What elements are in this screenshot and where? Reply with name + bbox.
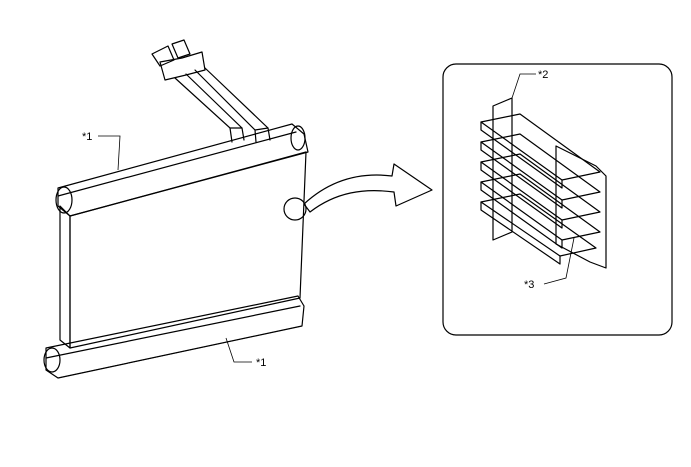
evaporator-core (59, 151, 307, 349)
detail-inset (442, 63, 673, 336)
callout-detail-top: *2 (538, 69, 548, 81)
detail-circle (283, 197, 307, 221)
top-tank (55, 123, 309, 217)
fin-stack (480, 113, 601, 265)
refrigerant-pipes (151, 39, 271, 143)
arrow-icon (303, 163, 433, 213)
bottom-tank (43, 295, 305, 379)
callout-top-tank: *1 (82, 131, 92, 143)
leader-top-tank (98, 135, 121, 171)
callout-detail-bottom: *3 (524, 279, 534, 291)
leader-bottom-tank (225, 337, 252, 363)
callout-bottom-tank: *1 (256, 357, 266, 369)
